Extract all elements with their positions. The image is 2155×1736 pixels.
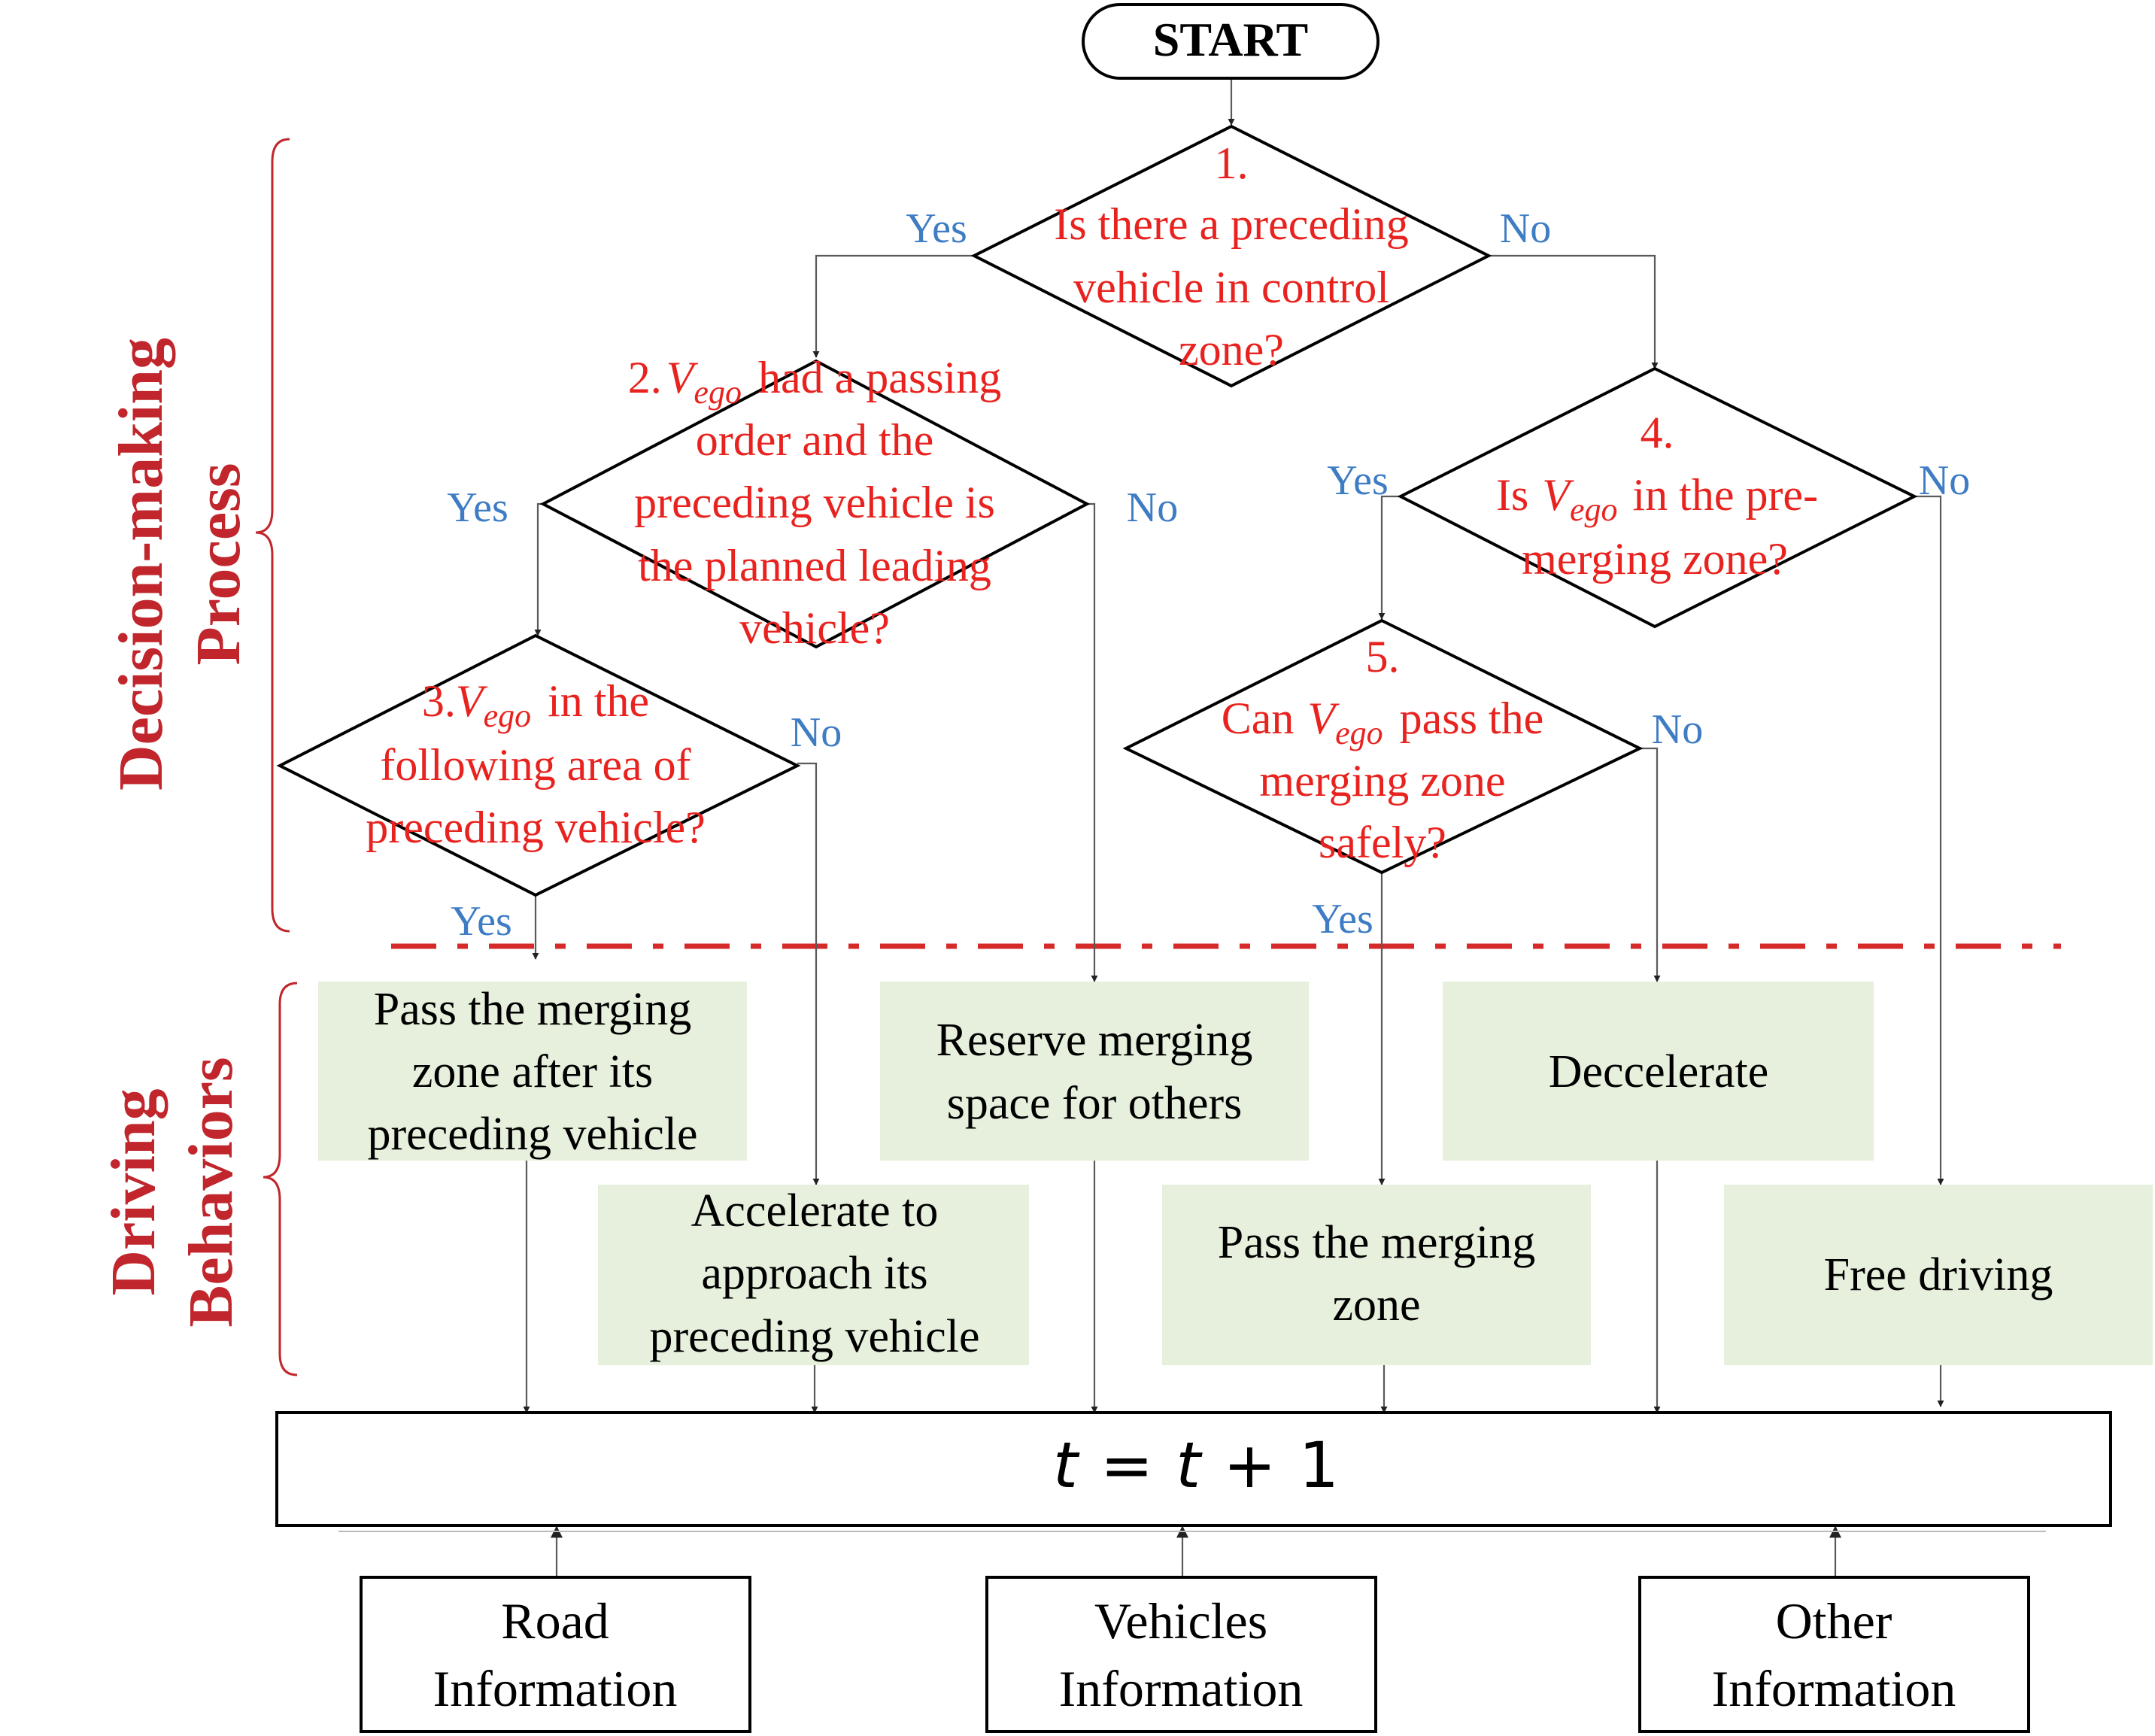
decision-4-pre: Is: [1496, 470, 1528, 520]
decision-3-rest: in the: [548, 676, 649, 726]
time-t1: t: [1053, 1428, 1080, 1502]
time-t2: t: [1176, 1428, 1203, 1502]
decision-2-line2: preceding vehicle is: [634, 478, 995, 527]
behavior-2-line3: preceding vehicle: [650, 1311, 980, 1362]
decision-3-vego-sub: ego: [484, 697, 532, 734]
decision-3: 3.Vego in the following area of preceding…: [276, 633, 842, 945]
decision-2-rest: had a passing: [758, 353, 1001, 402]
time-eq: =: [1100, 1428, 1153, 1502]
time-plus: +: [1223, 1428, 1276, 1502]
decision-3-vego: V: [456, 676, 488, 726]
input-road: Road Information: [360, 1576, 751, 1733]
decision-brace: [255, 138, 290, 933]
input-vehicles-line2: Information: [1059, 1660, 1304, 1717]
decision-1-number: 1.: [1215, 138, 1249, 188]
decision-5-number: 5.: [1366, 632, 1400, 681]
decision-5-line2: safely?: [1319, 818, 1446, 867]
decision-5-no: No: [1652, 706, 1703, 753]
input-other-line2: Information: [1712, 1660, 1956, 1717]
input-road-line1: Road: [501, 1592, 609, 1650]
decision-3-yes: Yes: [451, 898, 511, 945]
behavior-6-line1: Free driving: [1824, 1249, 2053, 1300]
input-other-line1: Other: [1776, 1592, 1892, 1650]
decision-5-vego: V: [1307, 693, 1340, 743]
decision-3-number: 3.: [422, 676, 456, 726]
decision-1-line2: vehicle in control: [1073, 263, 1389, 312]
time-update-box: t = t +1: [275, 1411, 2112, 1527]
behavior-pass-merging-zone: Pass the merging zone: [1162, 1185, 1591, 1365]
input-other: Other Information: [1638, 1576, 2030, 1733]
decision-2-line1: order and the: [696, 415, 934, 465]
decision-4-title: Is Vego in the pre-: [1496, 470, 1818, 528]
behavior-1-line3: preceding vehicle: [368, 1109, 698, 1160]
behavior-decelerate: Deccelerate: [1443, 982, 1874, 1161]
decision-1-line3: zone?: [1179, 325, 1284, 375]
decision-4-line1: merging zone?: [1522, 534, 1788, 584]
input-vehicles: Vehicles Information: [985, 1576, 1377, 1733]
decision-2-vego-sub: ego: [694, 374, 742, 411]
decision-2-line3: the planned leading: [638, 541, 991, 590]
decision-1-line1: Is there a preceding: [1054, 199, 1408, 249]
decision-1-yes: Yes: [906, 205, 967, 252]
behavior-3-line2: space for others: [947, 1078, 1243, 1129]
decision-2-yes: Yes: [447, 484, 508, 531]
decision-4-no: No: [1919, 457, 1970, 504]
behavior-reserve-space: Reserve merging space for others: [880, 982, 1309, 1161]
decision-3-line1: following area of: [380, 740, 691, 790]
behavior-accelerate: Accelerate to approach its preceding veh…: [598, 1185, 1029, 1365]
decision-4-vego: V: [1542, 470, 1574, 520]
decision-2: 2.Vego had a passing order and the preced…: [447, 353, 1178, 653]
behaviors-brace: [263, 982, 298, 1376]
decision-4-yes: Yes: [1327, 457, 1388, 504]
decision-2-number: 2.: [628, 353, 662, 402]
behavior-1-line2: zone after its: [412, 1046, 653, 1097]
decision-5-yes: Yes: [1312, 896, 1373, 942]
behaviors-label-line1: Driving: [99, 1088, 168, 1295]
behavior-4-line1: Pass the merging: [1218, 1217, 1536, 1268]
decision-4-vego-sub: ego: [1570, 491, 1618, 528]
decision-3-title: 3.Vego in the: [422, 676, 649, 734]
decision-label-line1: Decision-making: [106, 338, 176, 791]
decision-2-vego: V: [666, 353, 699, 402]
behavior-2-line2: approach its: [701, 1248, 927, 1299]
decision-1-no: No: [1500, 205, 1551, 252]
behavior-2-line1: Accelerate to: [691, 1185, 939, 1237]
driving-behaviors-label: Driving Behaviors: [99, 1057, 246, 1327]
decision-2-title: 2.Vego had a passing: [628, 353, 1001, 411]
input-vehicles-line1: Vehicles: [1094, 1592, 1267, 1650]
decision-5-vego-sub: ego: [1335, 715, 1383, 751]
decision-4-rest: in the pre-: [1632, 470, 1818, 520]
behavior-4-line2: zone: [1332, 1279, 1420, 1331]
decision-3-line2: preceding vehicle?: [366, 803, 705, 852]
input-road-line2: Information: [433, 1660, 678, 1717]
behaviors-label-line2: Behaviors: [176, 1057, 246, 1327]
decision-1: 1. Is there a preceding vehicle in contr…: [906, 124, 1551, 388]
behavior-1-line1: Pass the merging: [374, 984, 692, 1035]
decision-2-no: No: [1127, 484, 1178, 531]
decision-label-line2: Process: [184, 463, 253, 665]
decision-4-number: 4.: [1641, 408, 1674, 457]
decision-5-line1: merging zone: [1259, 756, 1505, 806]
behavior-free-driving: Free driving: [1724, 1185, 2153, 1365]
time-one: 1: [1299, 1428, 1339, 1502]
time-update-equation: t = t +1: [1053, 1428, 1339, 1502]
decision-3-no: No: [791, 709, 842, 756]
start-label: START: [1153, 13, 1308, 66]
behavior-3-line1: Reserve merging: [936, 1015, 1253, 1066]
decision-process-label: Decision-making Process: [106, 338, 253, 791]
decision-5-pre: Can: [1222, 693, 1295, 743]
decision-2-line4: vehicle?: [739, 603, 890, 653]
decision-4: 4. Is Vego in the pre- merging zone? Yes N…: [1327, 366, 1970, 629]
behavior-pass-after-preceding: Pass the merging zone after its precedin…: [318, 982, 747, 1161]
decision-5-rest: pass the: [1400, 693, 1544, 743]
behavior-5-line1: Deccelerate: [1549, 1046, 1769, 1097]
start-terminal: START: [1082, 3, 1380, 80]
